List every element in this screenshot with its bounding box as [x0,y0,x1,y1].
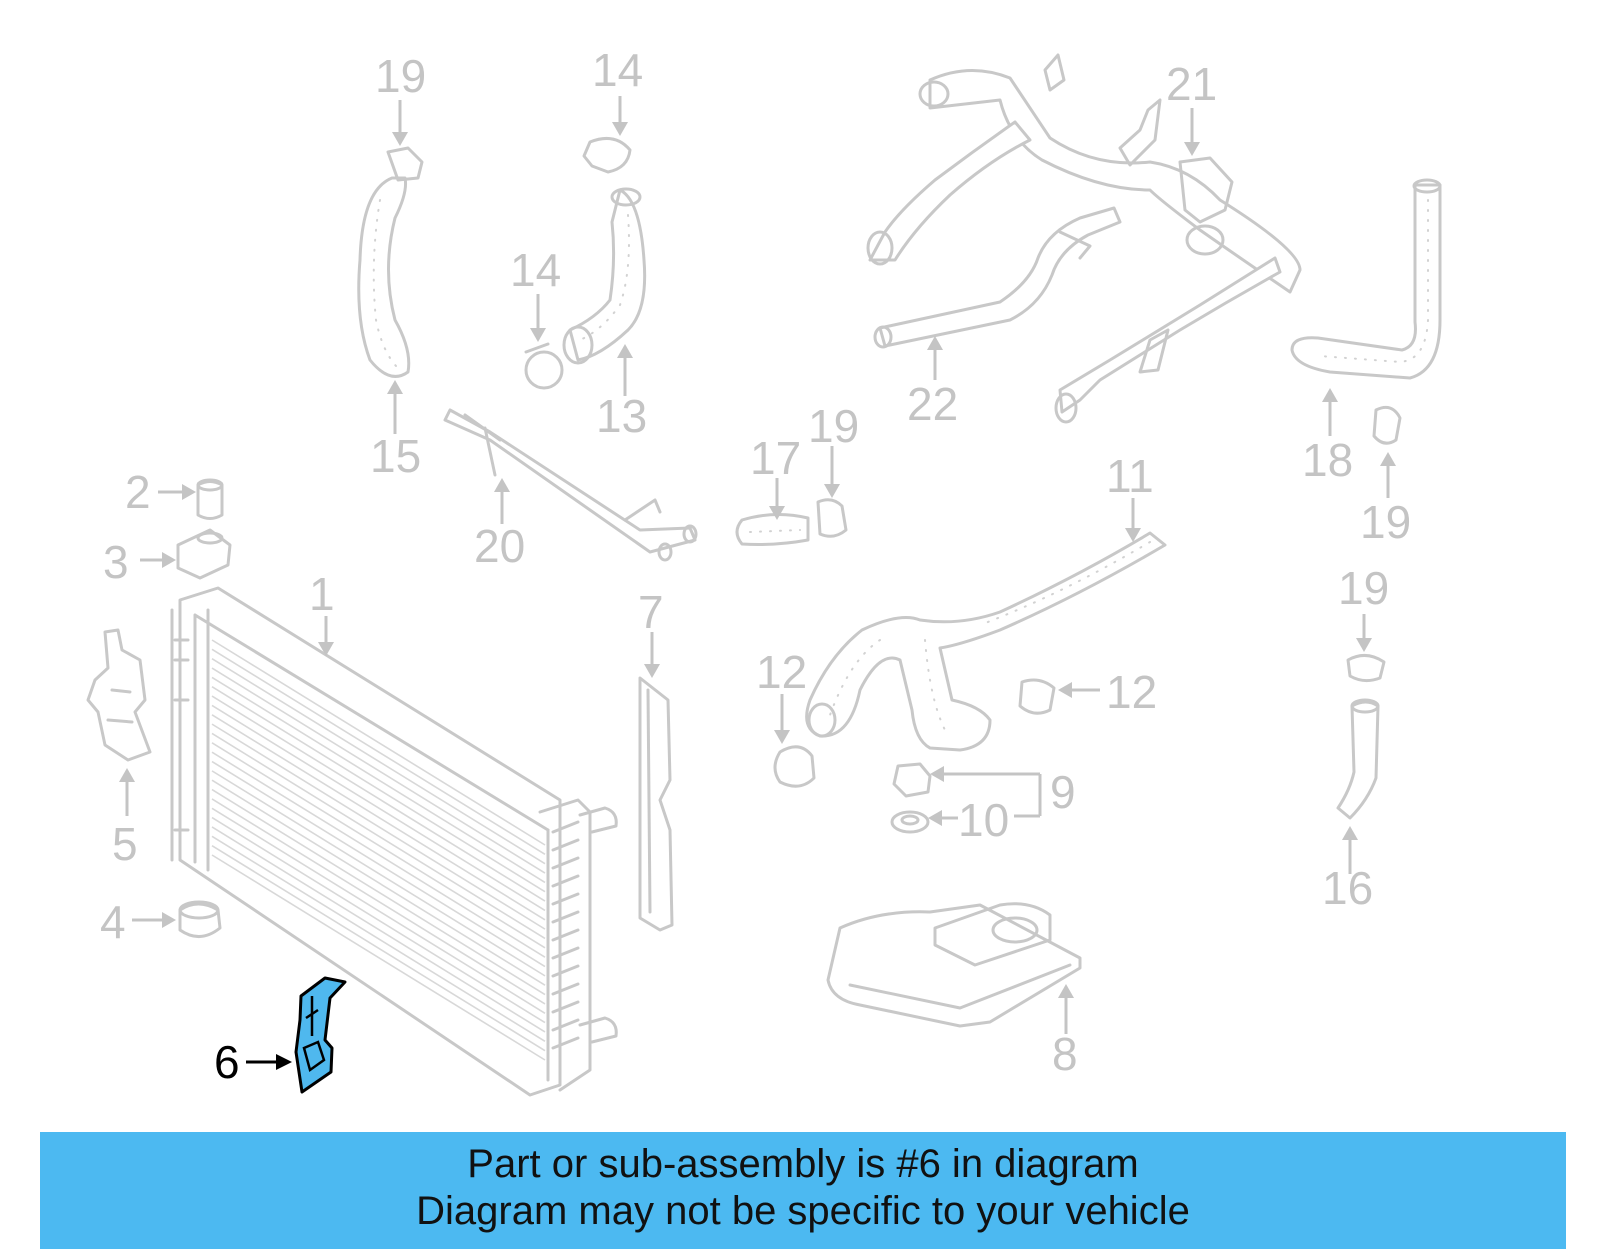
radiator-fin [211,816,546,1024]
radiator-fin [211,854,546,1061]
callout-labels: 19 14 14 13 15 20 21 22 17 19 18 19 11 2… [100,44,1411,1088]
clamp-part-12-left [773,745,816,788]
callout-22: 22 [907,378,958,430]
callout-2: 2 [125,466,151,518]
callout-12: 12 [756,646,807,698]
radiator-part-1 [170,586,618,1097]
highlighted-part-6[interactable] [294,976,347,1094]
hose-part-11 [805,531,1167,752]
radiator-fin [211,667,546,874]
radiator-fin [211,788,546,996]
seal-part-7 [638,676,674,932]
hose-part-16 [1336,698,1380,820]
bracket-part-5 [86,628,152,762]
washer-part-10 [890,810,930,834]
mount-part-2 [196,478,224,520]
hose-part-18 [1290,178,1442,380]
radiator-fin [211,844,546,1052]
caption-line-2: Diagram may not be specific to your vehi… [416,1189,1190,1233]
callout-11: 11 [1106,450,1154,502]
radiator-fin [211,723,546,930]
radiator-fin [211,732,546,940]
callout-12: 12 [1106,666,1157,718]
clamp-part-12-right [1018,678,1056,715]
callout-15: 15 [370,430,421,482]
callout-21: 21 [1166,58,1217,110]
hose-part-13 [562,187,647,365]
callout-14: 14 [592,44,643,96]
radiator-fin [211,676,546,884]
radiator-fin [211,695,546,902]
callout-6-highlighted[interactable]: 6 [214,1036,240,1088]
clamp-part-19-mid [816,498,848,538]
radiator-fin [211,807,546,1014]
callout-3: 3 [103,536,129,588]
callout-1: 1 [309,568,335,620]
radiator-fin [211,760,546,968]
pipe-part-22 [873,206,1122,349]
callout-20: 20 [474,520,525,572]
radiator-fin [211,779,546,986]
mount-part-3 [176,528,232,580]
radiator-fin [211,798,546,1005]
expansion-tank-part-8 [826,902,1082,1028]
callout-4: 4 [100,896,126,948]
callout-19: 19 [808,400,859,452]
callout-8: 8 [1052,1028,1078,1080]
clamp-part-19-lower [1346,654,1386,683]
hose-part-17 [735,512,810,546]
clamp-part-19-right [1372,405,1402,445]
radiator-fin [211,639,546,846]
callout-17: 17 [750,432,801,484]
radiator-fin [211,714,546,921]
radiator-fin [211,704,546,912]
radiator-fin [211,686,546,893]
clamp-part-14-top [582,136,632,174]
callout-19: 19 [1360,496,1411,548]
grommet-part-4 [178,900,222,938]
coolant-pipe-part-20 [443,408,698,562]
callout-19: 19 [375,50,426,102]
caption-line-1: Part or sub-assembly is #6 in diagram [467,1142,1139,1186]
hose-part-15 [357,146,424,378]
radiator-fin [211,826,546,1033]
callout-13: 13 [596,390,647,442]
callout-16: 16 [1322,862,1373,914]
radiator-fin [211,658,546,865]
radiator-fin [211,751,546,958]
callout-7: 7 [638,586,664,638]
leader-lines [119,96,1396,1070]
radiator-fin [211,648,546,856]
callout-18: 18 [1302,434,1353,486]
radiator-fin [211,770,546,977]
hose-part-21 [866,53,1302,424]
caption-bar: Part or sub-assembly is #6 in diagram Di… [40,1132,1566,1249]
radiator-fin [211,835,546,1042]
cap-part-9 [892,762,932,798]
callout-14: 14 [510,244,561,296]
callout-10: 10 [958,794,1009,846]
callout-9: 9 [1050,766,1076,818]
callout-5: 5 [112,818,138,870]
radiator-fin [211,742,546,949]
callout-19: 19 [1338,562,1389,614]
clamp-part-14-lower [524,342,564,390]
